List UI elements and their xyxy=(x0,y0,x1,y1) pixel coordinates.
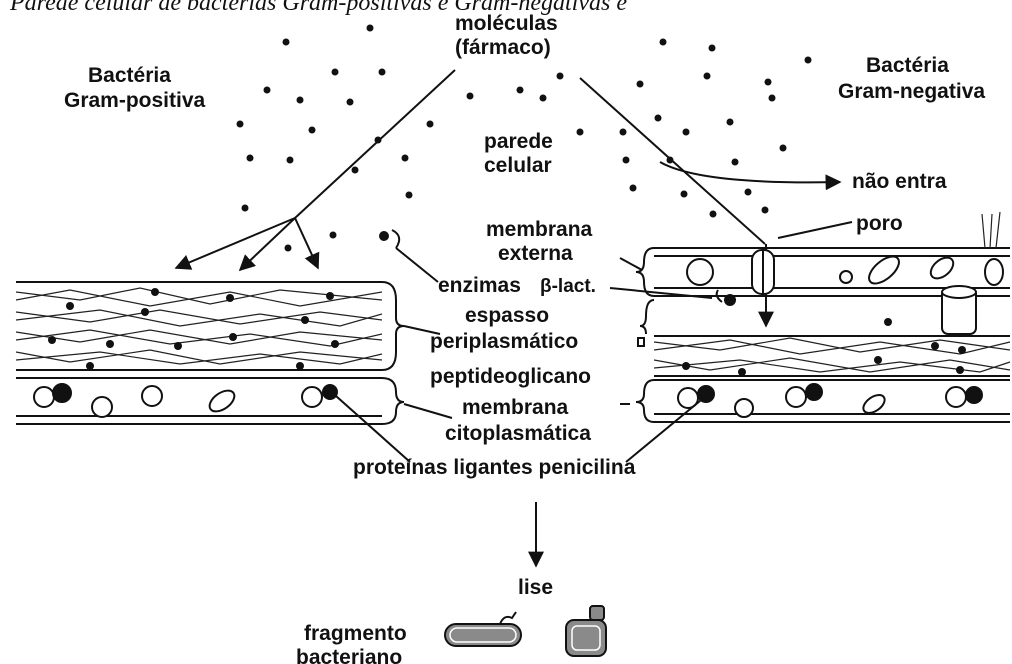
gram-positive-label: Bactéria Gram-positiva xyxy=(64,64,206,112)
enzymes-label: enzimas β-lact. xyxy=(438,274,712,298)
no-entry-label: não entra xyxy=(852,170,947,193)
svg-text:proteínas ligantes penicilina: proteínas ligantes penicilina xyxy=(353,456,636,479)
svg-text:parede: parede xyxy=(484,130,553,153)
periplasmic-space-label: espasso periplasmático xyxy=(404,304,578,353)
bacterial-fragments xyxy=(445,606,606,656)
gram-positive-wall xyxy=(16,282,404,424)
svg-text:enzimas: enzimas xyxy=(438,274,521,297)
cytoplasmic-membrane-label: membrana citoplasmática xyxy=(404,396,591,445)
svg-text:celular: celular xyxy=(484,154,552,177)
gram-negative-label: Bactéria Gram-negativa xyxy=(838,54,985,103)
svg-text:Gram-positiva: Gram-positiva xyxy=(64,89,206,112)
svg-text:Bactéria: Bactéria xyxy=(866,54,949,77)
bacterial-fragment-label: fragmento bacteriano xyxy=(296,622,407,664)
enzyme-icon xyxy=(379,230,438,282)
outer-membrane-label: membrana externa xyxy=(486,218,642,270)
svg-text:membrana: membrana xyxy=(462,396,569,419)
pore-label: poro xyxy=(778,212,903,238)
svg-text:poro: poro xyxy=(856,212,903,235)
molecules-label: moléculas (fármaco) xyxy=(455,12,558,59)
svg-text:Gram-negativa: Gram-negativa xyxy=(838,80,985,103)
svg-text:moléculas: moléculas xyxy=(455,12,558,35)
cell-wall-label: parede celular xyxy=(484,130,553,177)
svg-text:bacteriano: bacteriano xyxy=(296,646,402,664)
svg-text:β-lact.: β-lact. xyxy=(540,276,596,297)
gram-negative-wall xyxy=(620,212,1010,422)
svg-text:peptideoglicano: peptideoglicano xyxy=(430,365,591,388)
svg-text:(fármaco): (fármaco) xyxy=(455,36,551,59)
svg-text:periplasmático: periplasmático xyxy=(430,330,578,353)
svg-text:externa: externa xyxy=(498,242,573,265)
svg-text:fragmento: fragmento xyxy=(304,622,407,645)
svg-text:Bactéria: Bactéria xyxy=(88,64,171,87)
svg-text:membrana: membrana xyxy=(486,218,593,241)
svg-text:citoplasmática: citoplasmática xyxy=(445,422,591,445)
svg-text:espasso: espasso xyxy=(465,304,549,327)
lysis-label: lise xyxy=(518,576,553,599)
peptidoglycan-label: peptideoglicano xyxy=(430,365,591,388)
